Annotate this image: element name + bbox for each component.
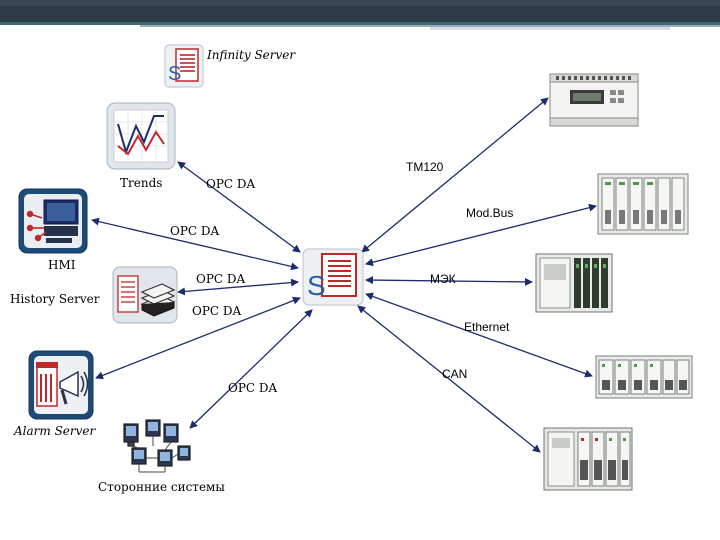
monitor-icon bbox=[18, 188, 88, 254]
arrow-third-party bbox=[189, 309, 313, 429]
arrow-trends bbox=[177, 161, 301, 253]
trends-label: Trends bbox=[120, 176, 163, 190]
can-label: CAN bbox=[442, 367, 468, 381]
alarm-server-label: Alarm Server bbox=[14, 424, 96, 438]
computers-network-icon bbox=[118, 418, 194, 476]
mek-label: МЭК bbox=[430, 272, 456, 286]
document-stack-icon bbox=[112, 266, 178, 324]
arrow-history bbox=[177, 278, 299, 296]
opc-da-history-label-2: OPC DA bbox=[192, 304, 242, 318]
third-party-systems-label: Сторонние системы bbox=[98, 480, 225, 494]
tm120-label: TM120 bbox=[406, 160, 444, 174]
modbus-label: Mod.Bus bbox=[466, 206, 514, 220]
infinity-server-label: Infinity Server bbox=[207, 48, 296, 62]
arrow-device-3 bbox=[365, 276, 533, 286]
opc-da-hmi-label: OPC DA bbox=[170, 224, 220, 238]
arrow-device-5 bbox=[357, 305, 541, 453]
controller-device-icon bbox=[548, 72, 640, 130]
server-document-icon: S bbox=[164, 44, 204, 88]
opc-da-alarm-label: OPC DA bbox=[228, 381, 278, 395]
header-bar bbox=[0, 0, 720, 30]
cabinet-icon bbox=[534, 252, 614, 314]
arrow-device-2 bbox=[365, 203, 597, 267]
ethernet-label: Ethernet bbox=[464, 320, 510, 334]
io-modules-icon bbox=[594, 352, 694, 402]
arrow-device-1 bbox=[361, 97, 549, 253]
opc-da-history-label-1: OPC DA bbox=[196, 272, 246, 286]
plc-rack-icon bbox=[542, 426, 634, 492]
arrow-hmi bbox=[91, 217, 299, 271]
opc-da-trends-label: OPC DA bbox=[206, 177, 256, 191]
svg-text:S: S bbox=[307, 270, 326, 301]
svg-text:S: S bbox=[168, 63, 181, 85]
trend-chart-icon bbox=[106, 102, 176, 170]
history-server-label: History Server bbox=[10, 292, 100, 306]
central-server-icon: S bbox=[302, 248, 364, 306]
modules-rack-icon bbox=[596, 170, 690, 238]
alarm-horn-icon bbox=[28, 350, 94, 420]
hmi-label: HMI bbox=[48, 258, 76, 272]
